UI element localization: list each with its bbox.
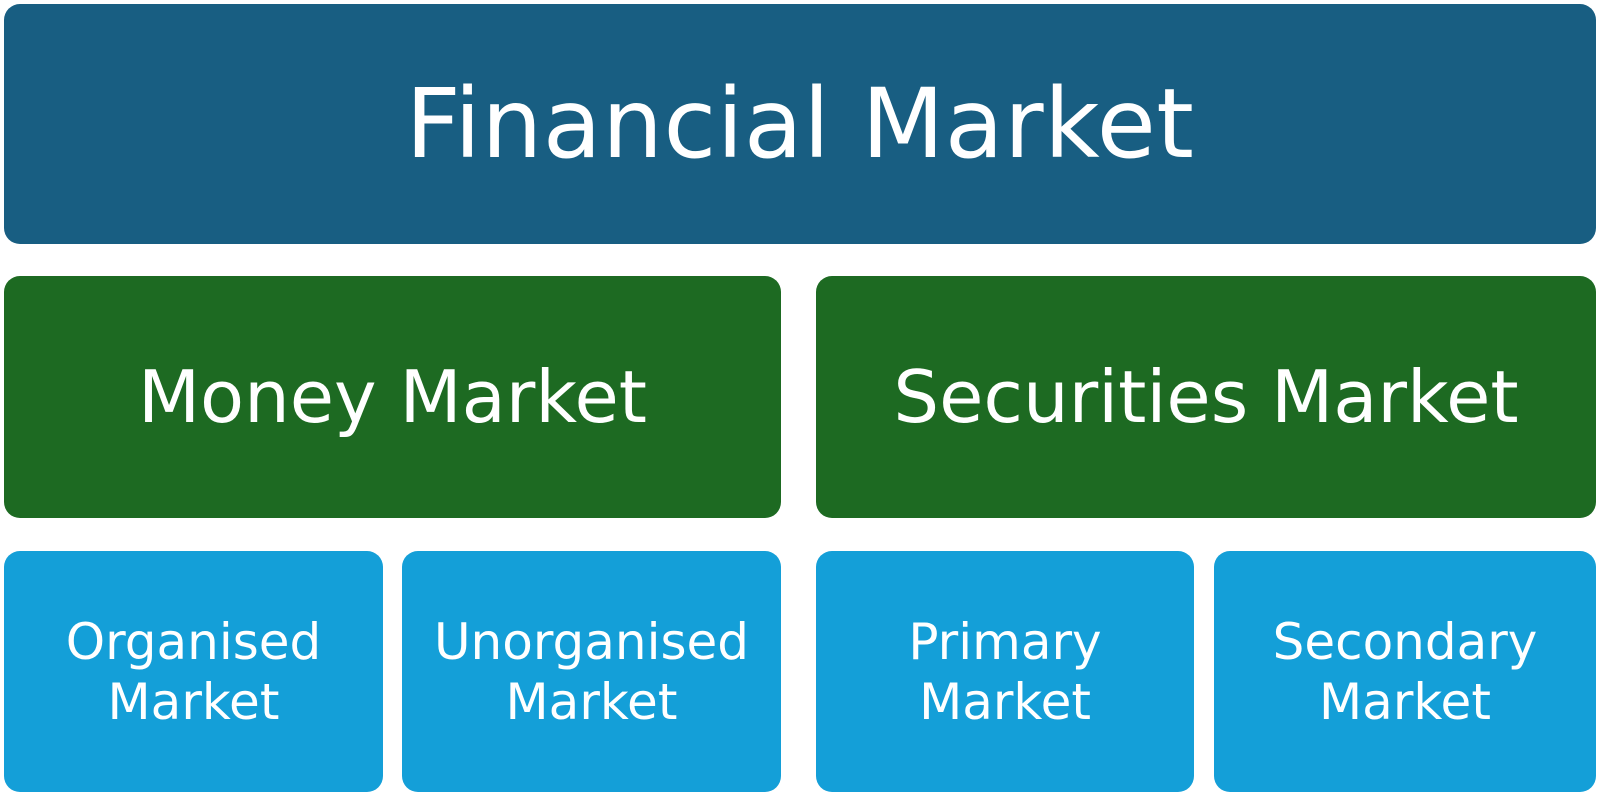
money-market-label: Money Market: [137, 355, 648, 439]
organised-market-label: Organised Market: [65, 612, 322, 731]
securities-market-label: Securities Market: [893, 355, 1519, 439]
money-market-box: Money Market: [4, 276, 781, 518]
securities-market-box: Securities Market: [816, 276, 1596, 518]
financial-market-box: Financial Market: [4, 4, 1596, 244]
secondary-market-label: Secondary Market: [1272, 612, 1538, 731]
secondary-market-box: Secondary Market: [1214, 551, 1596, 792]
unorganised-market-box: Unorganised Market: [402, 551, 781, 792]
financial-market-label: Financial Market: [405, 68, 1195, 180]
primary-market-label: Primary Market: [908, 612, 1102, 731]
primary-market-box: Primary Market: [816, 551, 1194, 792]
unorganised-market-label: Unorganised Market: [433, 612, 750, 731]
organised-market-box: Organised Market: [4, 551, 383, 792]
